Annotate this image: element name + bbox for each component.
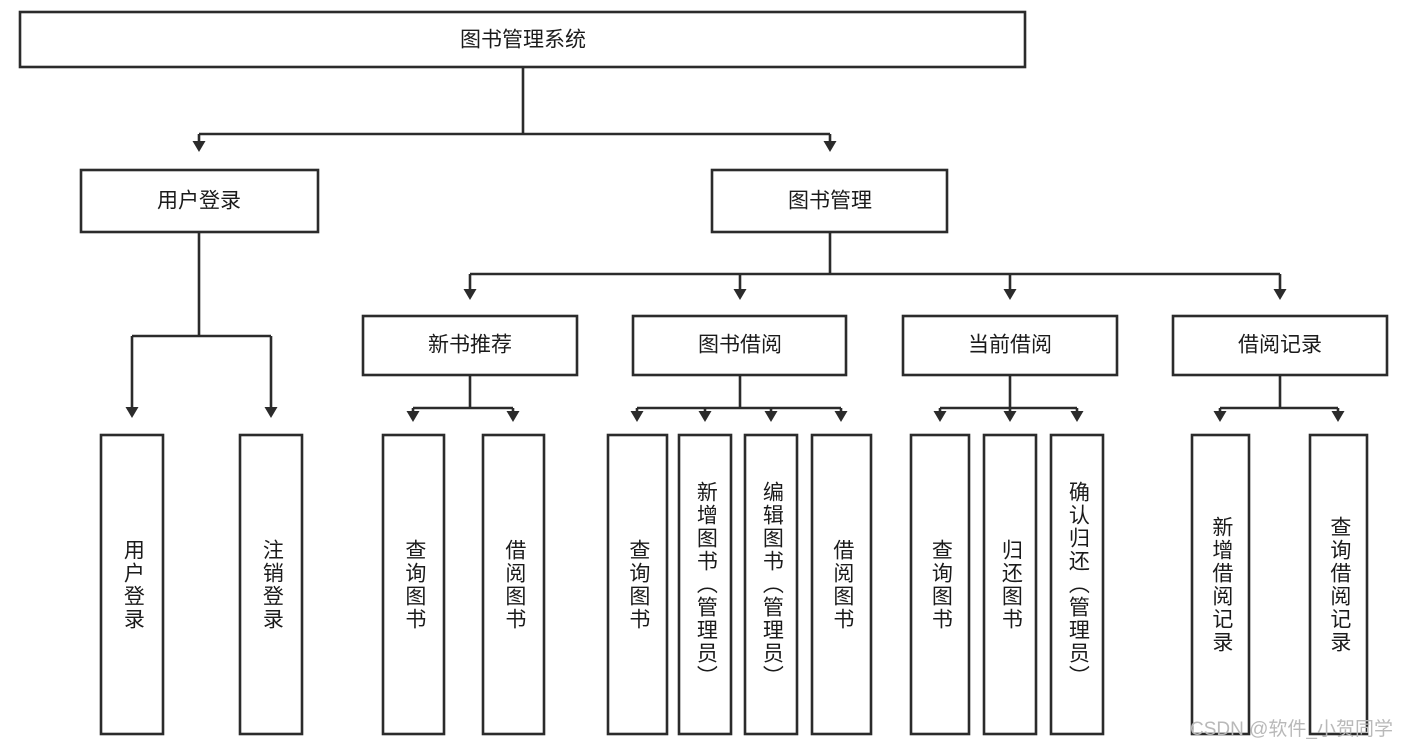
- leaf-box-book-borrow-2[interactable]: [743, 433, 799, 736]
- leaf-label-current-borrow-1: 归还图书: [999, 538, 1023, 631]
- leaf-box-borrow-record-1[interactable]: [1308, 433, 1369, 736]
- leaf-label-user-login-1: 注销登录: [260, 538, 284, 631]
- leaf-label-book-borrow-2: 编辑图书（管理员）: [760, 481, 784, 688]
- node-user-login-box[interactable]: [79, 168, 320, 234]
- node-new-book-recommend-label: 新书推荐: [428, 334, 512, 357]
- node-borrow-record-label: 借阅记录: [1238, 334, 1322, 357]
- leaf-label-current-borrow-0: 查询图书: [929, 538, 953, 631]
- node-user-login-label: 用户登录: [157, 190, 241, 213]
- node-book-borrow-label: 图书借阅: [698, 334, 782, 357]
- node-current-borrow-box[interactable]: [901, 314, 1119, 377]
- leaf-box-book-borrow-0[interactable]: [606, 433, 669, 736]
- leaf-label-user-login-0: 用户登录: [121, 538, 145, 631]
- leaf-box-current-borrow-1[interactable]: [982, 433, 1038, 736]
- leaf-label-book-borrow-1: 新增图书（管理员）: [694, 481, 718, 688]
- node-current-borrow-label: 当前借阅: [968, 334, 1052, 357]
- node-book-manage-label: 图书管理: [788, 190, 872, 213]
- node-root-label: 图书管理系统: [460, 29, 586, 52]
- leaf-label-new-book-0: 查询图书: [402, 538, 426, 631]
- node-root-box[interactable]: [18, 10, 1027, 69]
- leaf-label-new-book-1: 借阅图书: [502, 538, 526, 631]
- leaf-label-book-borrow-3: 借阅图书: [830, 538, 854, 631]
- leaf-box-book-borrow-3[interactable]: [810, 433, 873, 736]
- leaf-box-book-borrow-1[interactable]: [677, 433, 733, 736]
- leaf-label-borrow-record-0: 新增借阅记录: [1209, 515, 1233, 654]
- leaf-box-user-login-0[interactable]: [99, 433, 165, 736]
- watermark-text: CSDN @软件_小贺同学: [1190, 719, 1393, 740]
- leaf-box-user-login-1[interactable]: [238, 433, 304, 736]
- leaf-box-new-book-1[interactable]: [481, 433, 546, 736]
- leaf-label-book-borrow-0: 查询图书: [626, 538, 650, 631]
- leaf-box-current-borrow-0[interactable]: [909, 433, 971, 736]
- node-new-book-recommend-box[interactable]: [361, 314, 579, 377]
- leaf-label-current-borrow-2: 确认归还（管理员）: [1066, 481, 1090, 688]
- leaf-box-current-borrow-2[interactable]: [1049, 433, 1105, 736]
- leaf-label-borrow-record-1: 查询借阅记录: [1327, 515, 1351, 654]
- leaf-box-borrow-record-0[interactable]: [1190, 433, 1251, 736]
- leaf-box-new-book-0[interactable]: [381, 433, 446, 736]
